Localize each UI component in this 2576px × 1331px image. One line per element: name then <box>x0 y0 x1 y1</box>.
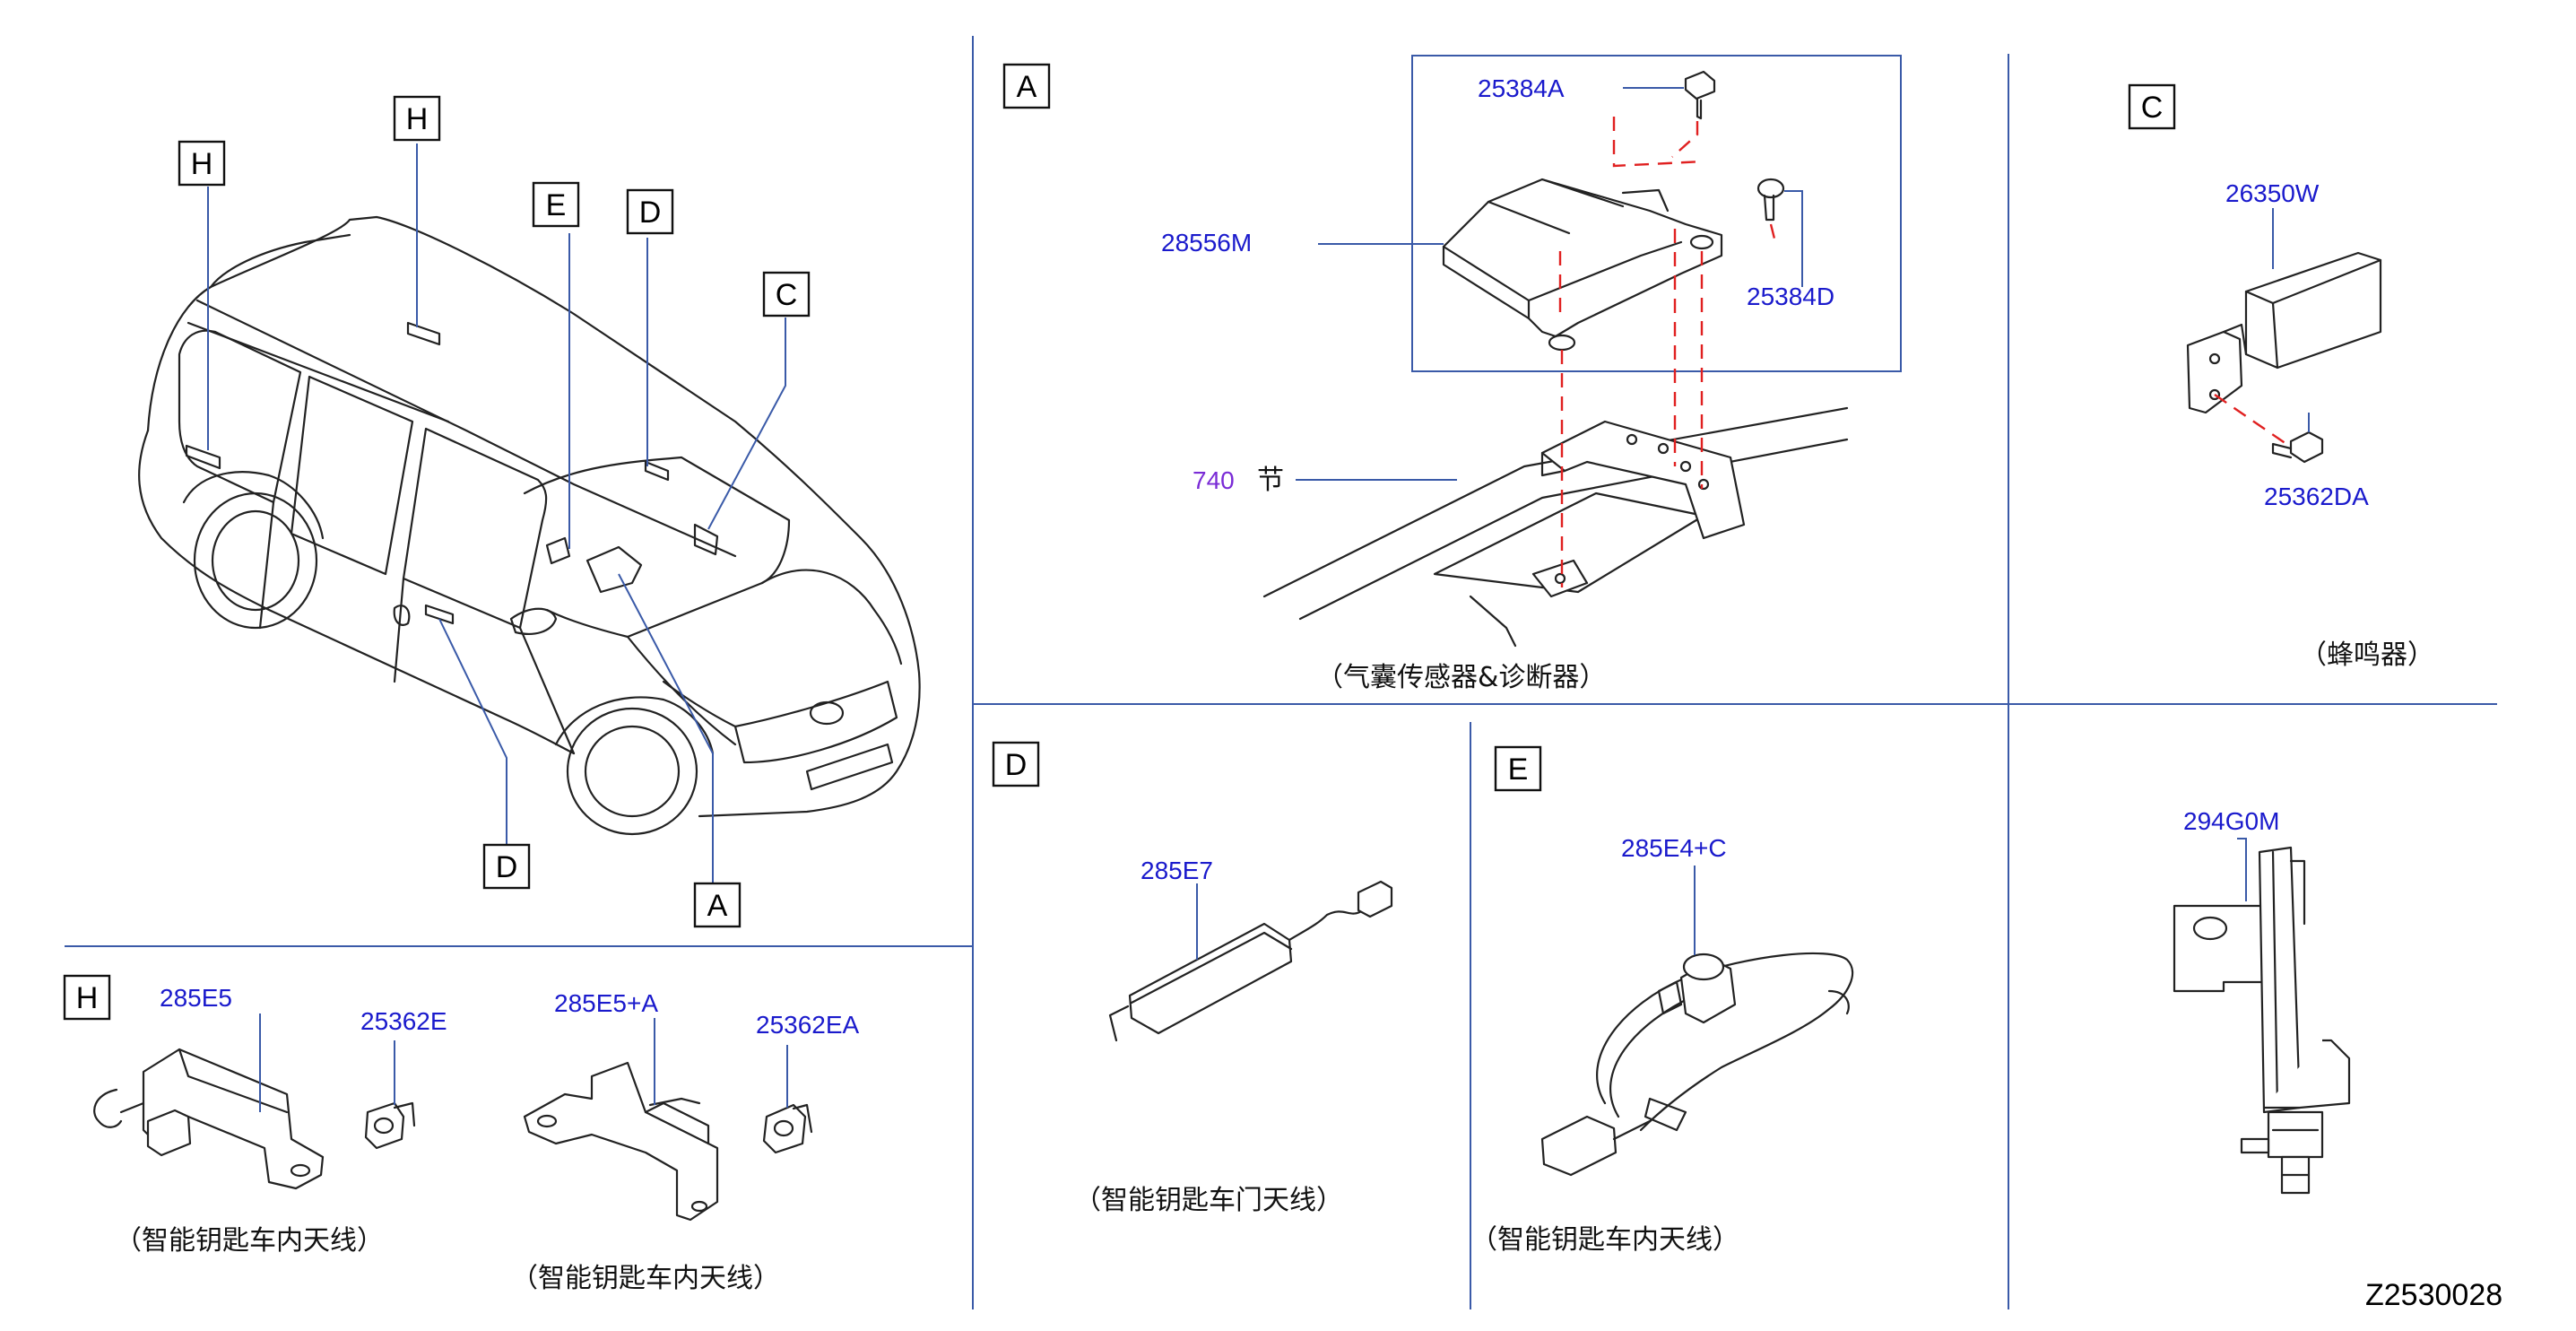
section-e-label: E <box>1508 752 1529 787</box>
clip-25362ea <box>762 1103 813 1154</box>
callout-label: A <box>707 889 728 923</box>
interior-antenna-e <box>1540 952 1854 1177</box>
section-h-caption-2: （智能钥匙车内天线） <box>511 1263 780 1294</box>
part-number-25362ea: 25362EA <box>756 1011 860 1039</box>
part-294g0m <box>2173 846 2351 1195</box>
section-a-label: A <box>1017 70 1037 104</box>
reference-suffix: 节 <box>1257 465 1284 496</box>
callout-h-1: H <box>178 140 226 187</box>
callout-d-2: D <box>482 843 531 890</box>
sensor-detail-frame <box>1411 55 1902 372</box>
part-number-25362e: 25362E <box>360 1007 447 1035</box>
callout-label: H <box>406 102 429 136</box>
callout-d-1: D <box>626 188 674 235</box>
callout-label: D <box>639 196 662 230</box>
alignment-guides <box>1558 117 1777 587</box>
callout-c: C <box>762 271 811 318</box>
callout-label: E <box>546 188 567 222</box>
mounting-bracket <box>1262 406 1849 648</box>
part-number-294g0m: 294G0M <box>2183 807 2279 835</box>
callout-h-2: H <box>393 95 441 142</box>
bolt-25384a <box>1684 70 1716 120</box>
section-e-caption: （智能钥匙车内天线） <box>1470 1224 1739 1256</box>
section-h-caption-1: （智能钥匙车内天线） <box>115 1225 384 1257</box>
part-number-285e4-c: 285E4+C <box>1621 834 1727 862</box>
airbag-sensor-unit <box>1442 178 1723 352</box>
callout-label: C <box>776 278 798 312</box>
interior-antenna-285e5-a <box>523 1061 719 1222</box>
section-c: C 26350W 25362DA （蜂鸣器） <box>2128 83 2434 671</box>
vehicle-callout-leaders <box>207 144 786 883</box>
part-number-26350w: 26350W <box>2225 179 2320 207</box>
clip-25362e <box>364 1101 416 1150</box>
section-dividers <box>65 36 2497 1309</box>
buzzer-unit <box>2186 251 2382 414</box>
door-antenna <box>1108 880 1393 1042</box>
callout-a: A <box>693 882 742 928</box>
section-a-caption: （气囊传感器&诊断器） <box>1316 662 1606 693</box>
diagram-code: Z2530028 <box>2365 1278 2502 1312</box>
bolt-25384d <box>1756 178 1785 222</box>
callout-e: E <box>532 181 580 228</box>
section-d-caption: （智能钥匙车门天线） <box>1074 1185 1343 1216</box>
reference-number-740: 740 <box>1193 466 1235 494</box>
section-d-label: D <box>1005 748 1028 782</box>
bolt-25362da <box>2271 431 2324 464</box>
part-number-285e7: 285E7 <box>1141 857 1213 884</box>
section-294g0m: 294G0M <box>2173 807 2351 1195</box>
part-number-28556m: 28556M <box>1161 229 1252 257</box>
callout-label: D <box>496 850 518 884</box>
section-h: H 285E5 2536 <box>63 974 860 1294</box>
part-number-285e5: 285E5 <box>160 984 232 1012</box>
callout-label: H <box>191 147 213 181</box>
section-c-caption: （蜂鸣器） <box>2300 639 2434 671</box>
part-number-25384d: 25384D <box>1747 283 1834 310</box>
part-number-285e5-a: 285E5+A <box>554 989 658 1017</box>
section-e: E 285E4+C （智能钥匙车内天线） <box>1470 745 1854 1256</box>
vehicle-illustration <box>138 215 921 836</box>
section-h-label: H <box>76 981 99 1015</box>
section-d: D 285E7 （智能钥匙车门天线） <box>992 741 1393 1216</box>
section-a: A <box>1002 55 1902 693</box>
section-c-label: C <box>2141 91 2164 125</box>
part-number-25362da: 25362DA <box>2264 483 2369 510</box>
interior-antenna-285e5 <box>93 1048 325 1190</box>
part-number-25384a: 25384A <box>1478 74 1565 102</box>
